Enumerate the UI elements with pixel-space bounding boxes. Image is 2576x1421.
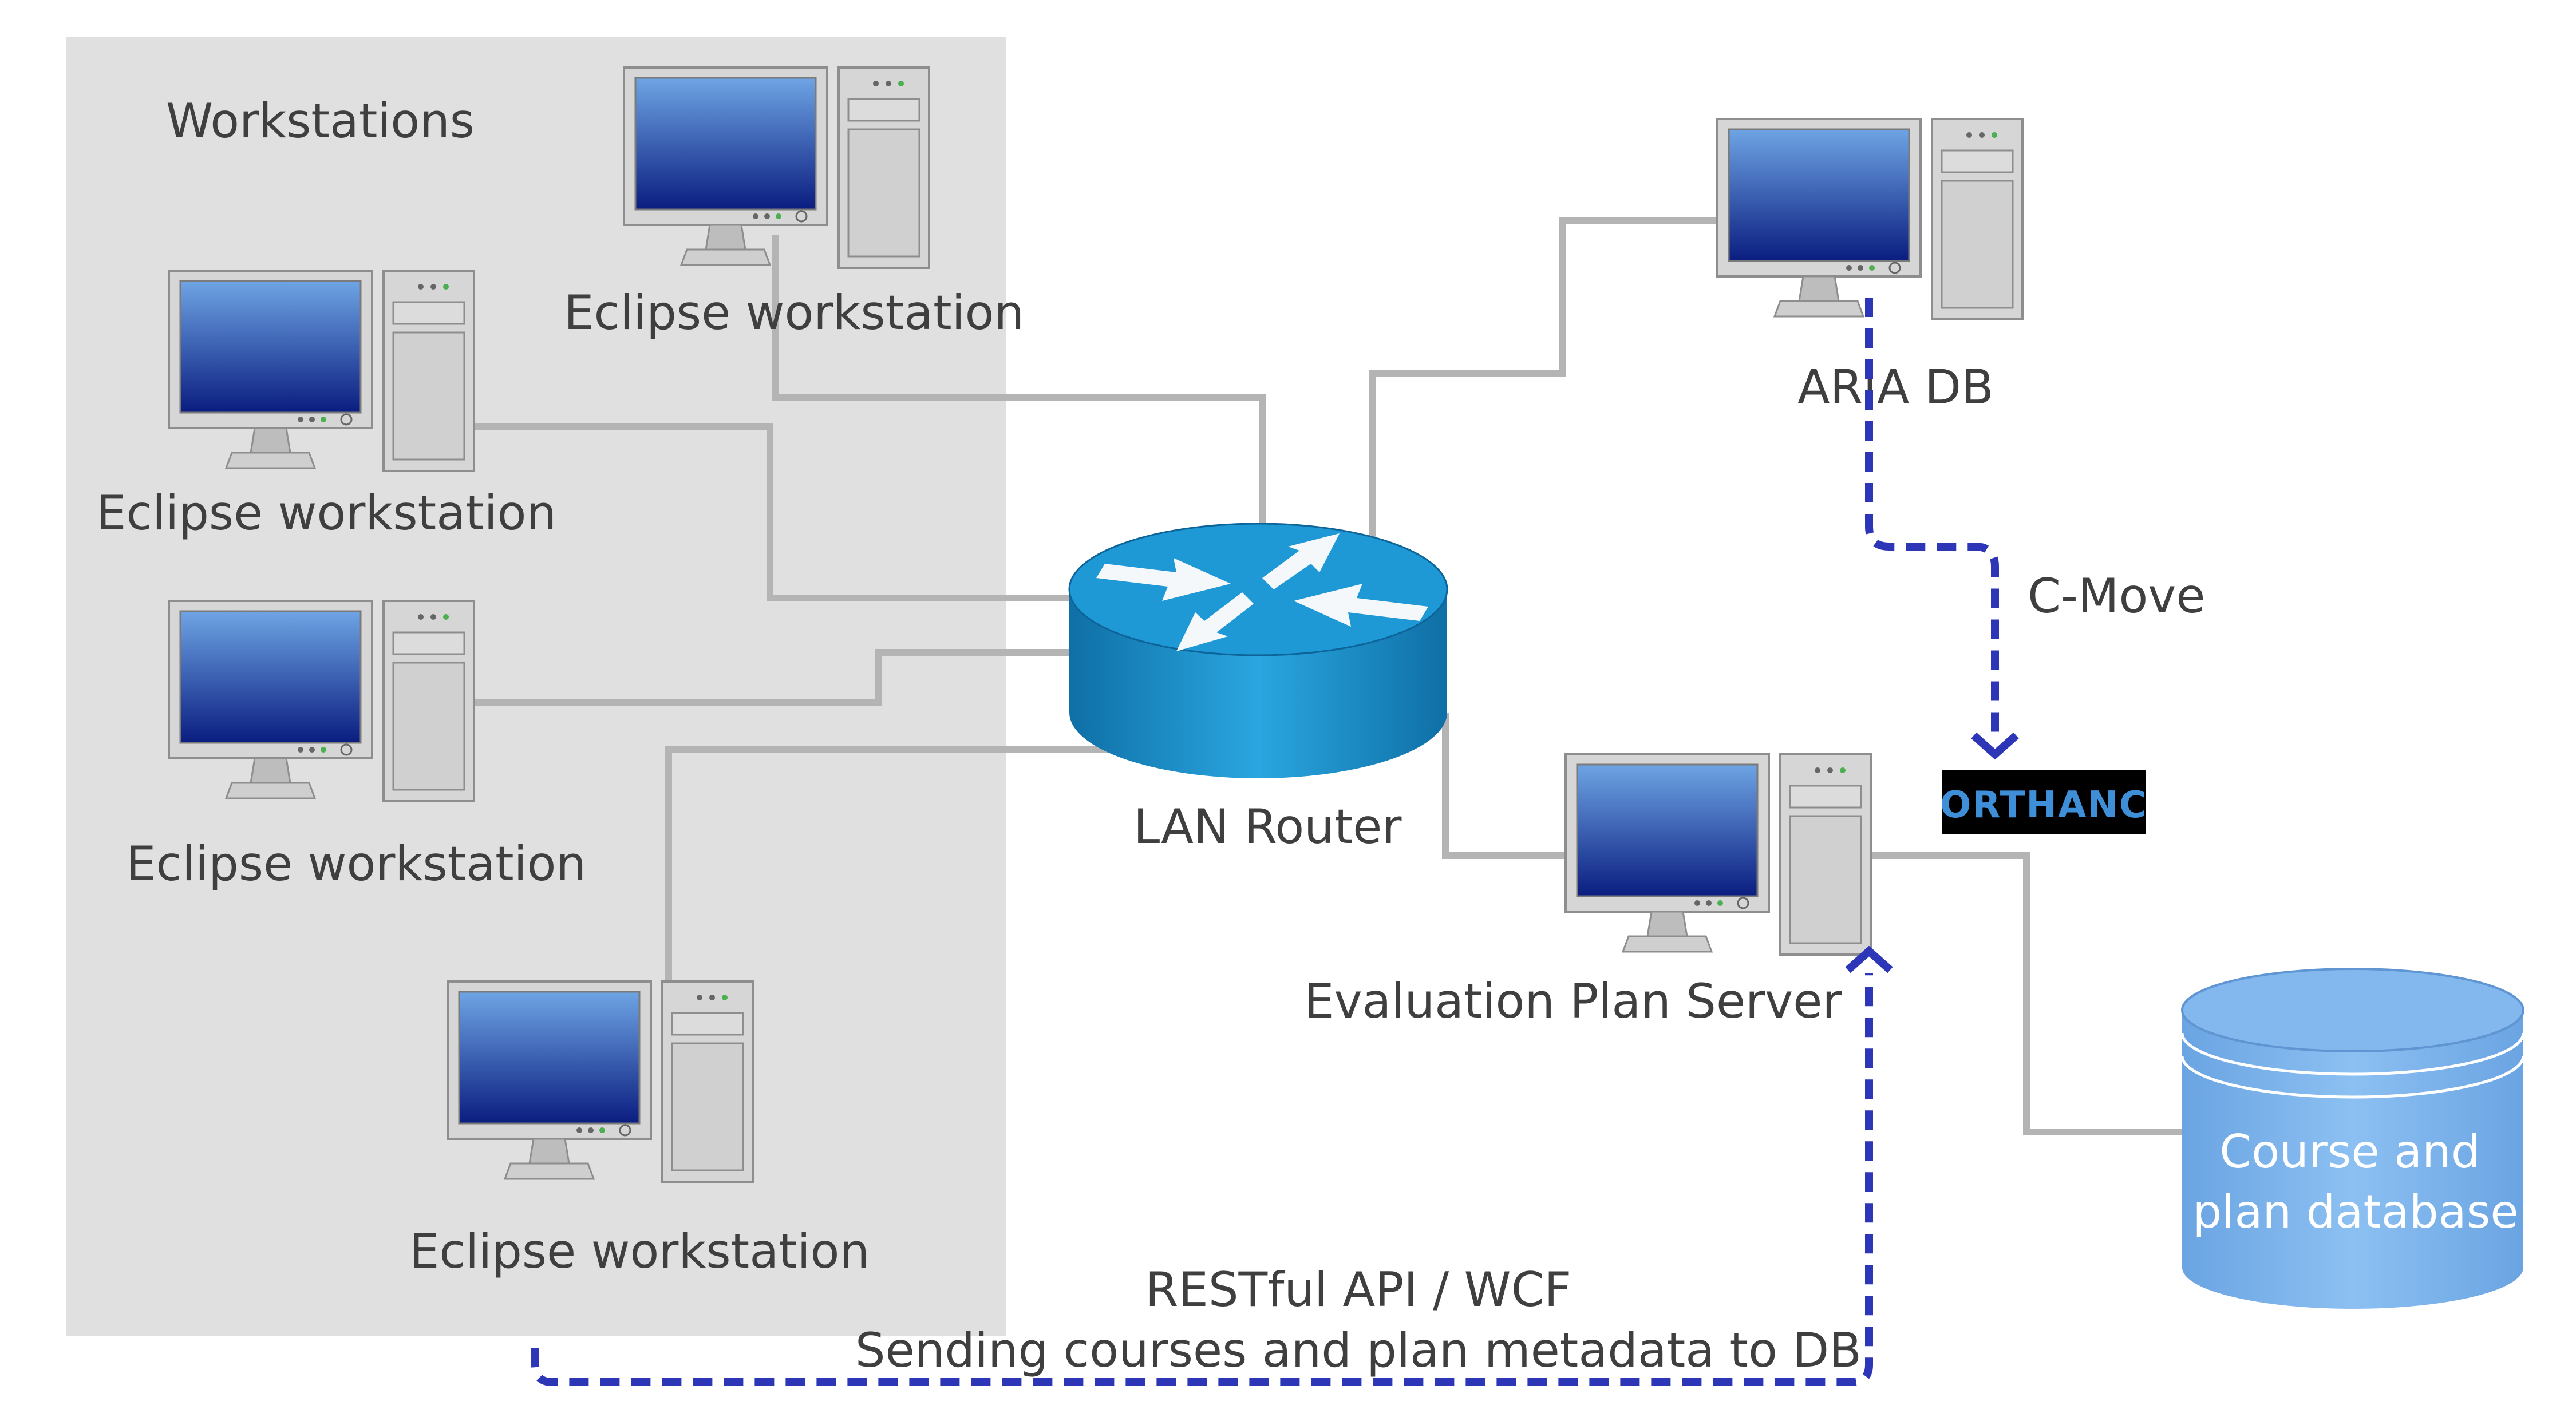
- link-ws-2: [474, 649, 1076, 706]
- aria-db-computer[interactable]: [1716, 118, 2024, 320]
- rest-label-line2: Sending courses and plan metadata to DB: [855, 1323, 1862, 1378]
- aria-db-label: ARIA DB: [1797, 359, 1994, 415]
- course-plan-database-icon[interactable]: Course and plan database: [2180, 968, 2525, 1309]
- rest-label-line1: RESTful API / WCF: [1145, 1262, 1572, 1317]
- database-label-line1: Course and: [2219, 1125, 2480, 1178]
- link-db: [1871, 852, 2192, 1135]
- link-eval: [1442, 713, 1566, 859]
- router-label: LAN Router: [1133, 799, 1402, 854]
- link-ws-top: [772, 235, 1266, 532]
- link-ws-1: [474, 423, 1076, 601]
- network-links: [474, 217, 2192, 1135]
- rest-api-flow: [531, 945, 1893, 1386]
- link-ws-3: [665, 746, 1111, 983]
- router-icon[interactable]: [1068, 523, 1448, 778]
- workstation-top-label: Eclipse workstation: [564, 285, 1024, 341]
- eval-server-label: Evaluation Plan Server: [1304, 973, 1842, 1029]
- workstation-2-label: Eclipse workstation: [126, 836, 586, 892]
- workstation-3-label: Eclipse workstation: [409, 1224, 870, 1279]
- orthanc-logo: ORTHANC: [1940, 770, 2147, 834]
- cmove-label: C-Move: [2028, 568, 2205, 624]
- eval-server-computer[interactable]: [1564, 753, 1872, 956]
- workstation-1-label: Eclipse workstation: [96, 485, 556, 541]
- dicom-cmove-flow: [1865, 298, 2019, 760]
- link-aria: [1369, 217, 1717, 541]
- group-title: Workstations: [166, 93, 475, 149]
- database-label-line2: plan database: [2192, 1185, 2518, 1238]
- orthanc-logo-text: ORTHANC: [1940, 784, 2147, 826]
